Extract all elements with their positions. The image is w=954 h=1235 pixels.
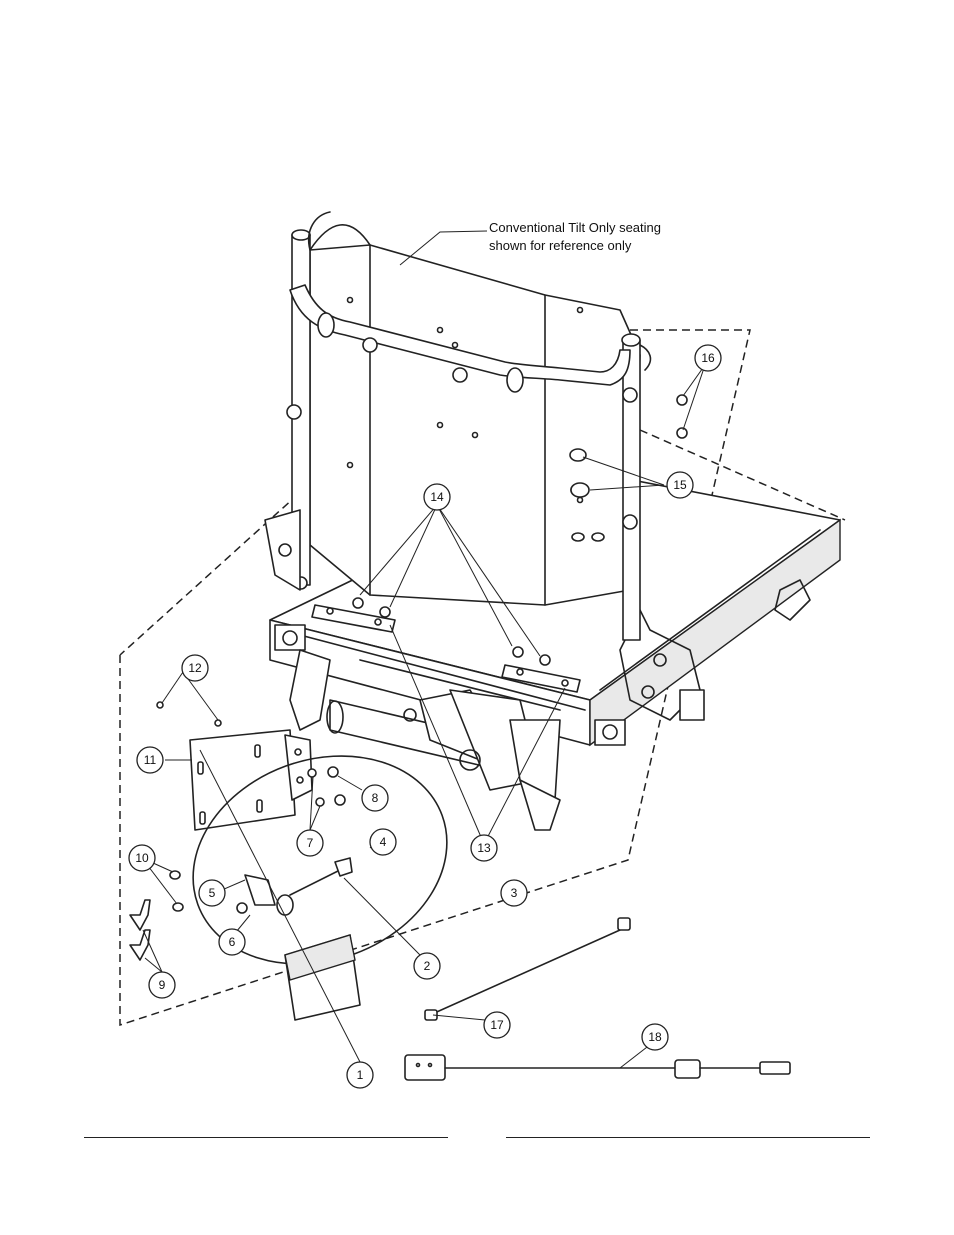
svg-text:17: 17 [490, 1018, 504, 1032]
callout-2: 2 [413, 952, 441, 980]
item-14-screws [352, 597, 551, 666]
svg-text:13: 13 [477, 841, 491, 855]
svg-text:10: 10 [135, 851, 149, 865]
item-13-seat-rails [311, 604, 581, 693]
item-11-mounting-bracket [189, 729, 313, 831]
callout-16: 16 [694, 344, 722, 372]
item-18-charger-cord [404, 1054, 791, 1081]
item-16-nuts [676, 394, 688, 439]
svg-text:6: 6 [229, 935, 236, 949]
callout-7: 7 [296, 829, 324, 857]
svg-text:16: 16 [701, 351, 715, 365]
item-1-control-box [284, 934, 361, 1021]
callout-14: 14 [423, 483, 451, 511]
callout-13: 13 [470, 834, 498, 862]
svg-text:7: 7 [307, 836, 314, 850]
callout-8: 8 [361, 784, 389, 812]
callout-12: 12 [181, 654, 209, 682]
svg-text:15: 15 [673, 478, 687, 492]
svg-text:4: 4 [380, 835, 387, 849]
callout-18: 18 [641, 1023, 669, 1051]
item-7-8-hardware [307, 766, 346, 807]
back-cane-frame [286, 211, 652, 641]
side-bracket [264, 509, 301, 591]
item-5-6-2-actuator-hardware [236, 857, 353, 916]
callout-10: 10 [128, 844, 156, 872]
callout-5: 5 [198, 879, 226, 907]
item-9-10-bolts [129, 870, 184, 961]
svg-text:11: 11 [144, 753, 157, 767]
svg-text:14: 14 [430, 490, 444, 504]
callout-3: 3 [500, 879, 528, 907]
svg-text:12: 12 [188, 661, 202, 675]
footer-rule-right [506, 1137, 870, 1138]
footer-rule-left [84, 1137, 448, 1138]
callout-15: 15 [666, 471, 694, 499]
svg-text:9: 9 [159, 978, 166, 992]
item-12-screws [156, 701, 222, 727]
item-17-cable [424, 917, 631, 1021]
svg-text:3: 3 [511, 886, 518, 900]
callout-6: 6 [218, 928, 246, 956]
note-line-2: shown for reference only [489, 238, 632, 253]
note-line-1: Conventional Tilt Only seating [489, 220, 661, 235]
tilt-mechanism [289, 649, 561, 831]
svg-text:2: 2 [424, 959, 431, 973]
callout-11: 11 [136, 746, 164, 774]
callout-17: 17 [483, 1011, 511, 1039]
callout-9: 9 [148, 971, 176, 999]
svg-text:1: 1 [357, 1068, 364, 1082]
callout-4: 4 [369, 828, 397, 856]
callout-1: 1 [346, 1061, 374, 1089]
backrest-panel [309, 224, 641, 606]
item-15-spacers [569, 448, 590, 498]
svg-text:18: 18 [648, 1030, 662, 1044]
svg-text:8: 8 [372, 791, 379, 805]
leader-lines [141, 230, 706, 1069]
svg-text:5: 5 [209, 886, 216, 900]
